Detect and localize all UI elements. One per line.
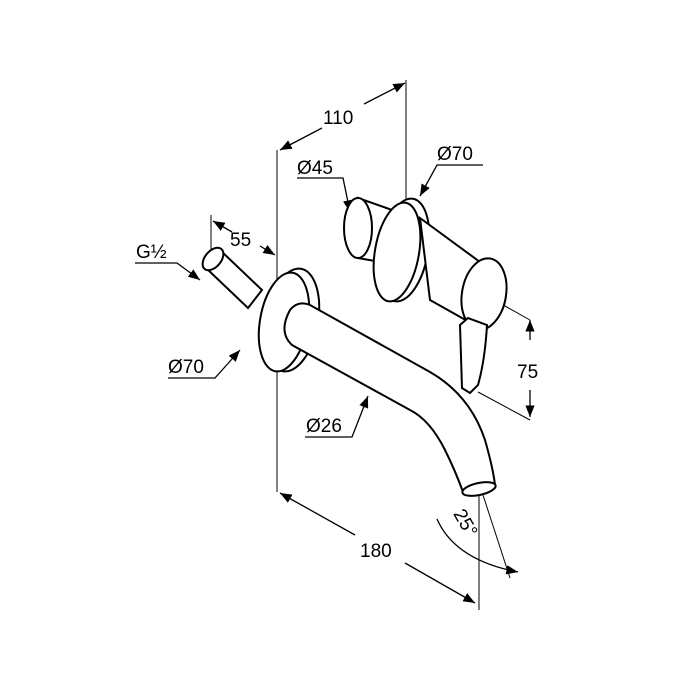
dim-180-line-b — [404, 562, 476, 604]
dim-110-line-b — [363, 82, 406, 105]
thread-label: G½ — [136, 242, 167, 263]
dim-180-line-a — [279, 492, 356, 536]
dim-55-line-a — [212, 220, 233, 233]
spout-diameter-label: Ø26 — [306, 416, 342, 437]
pipe-length-label: 55 — [230, 230, 251, 251]
spout-angle-label: 25° — [449, 506, 482, 541]
dim-55-line-b — [259, 244, 276, 256]
dim-75-ext-bottom — [477, 391, 531, 421]
mixer-rosette-leader — [419, 164, 483, 197]
mixer-body-leader — [297, 177, 353, 213]
mixer-body-diameter-label: Ø45 — [297, 158, 333, 179]
spout-rosette-leader — [168, 349, 241, 379]
dim-110-line-a — [279, 127, 323, 151]
supply-pipe — [201, 246, 264, 310]
spout — [283, 302, 497, 497]
mixer-rosette-diameter-label: Ø70 — [437, 144, 473, 165]
thread-leader — [135, 262, 201, 281]
spout-rosette-diameter-label: Ø70 — [168, 357, 204, 378]
dim-110-label: 110 — [323, 108, 353, 129]
angle-line — [482, 494, 511, 579]
angle-arc — [436, 518, 519, 575]
spout-projection-label: 180 — [360, 541, 392, 562]
mixer-lever — [458, 316, 489, 395]
mixer-body — [343, 196, 508, 395]
spout-leader — [305, 395, 369, 438]
handle-height-label: 75 — [517, 362, 538, 383]
